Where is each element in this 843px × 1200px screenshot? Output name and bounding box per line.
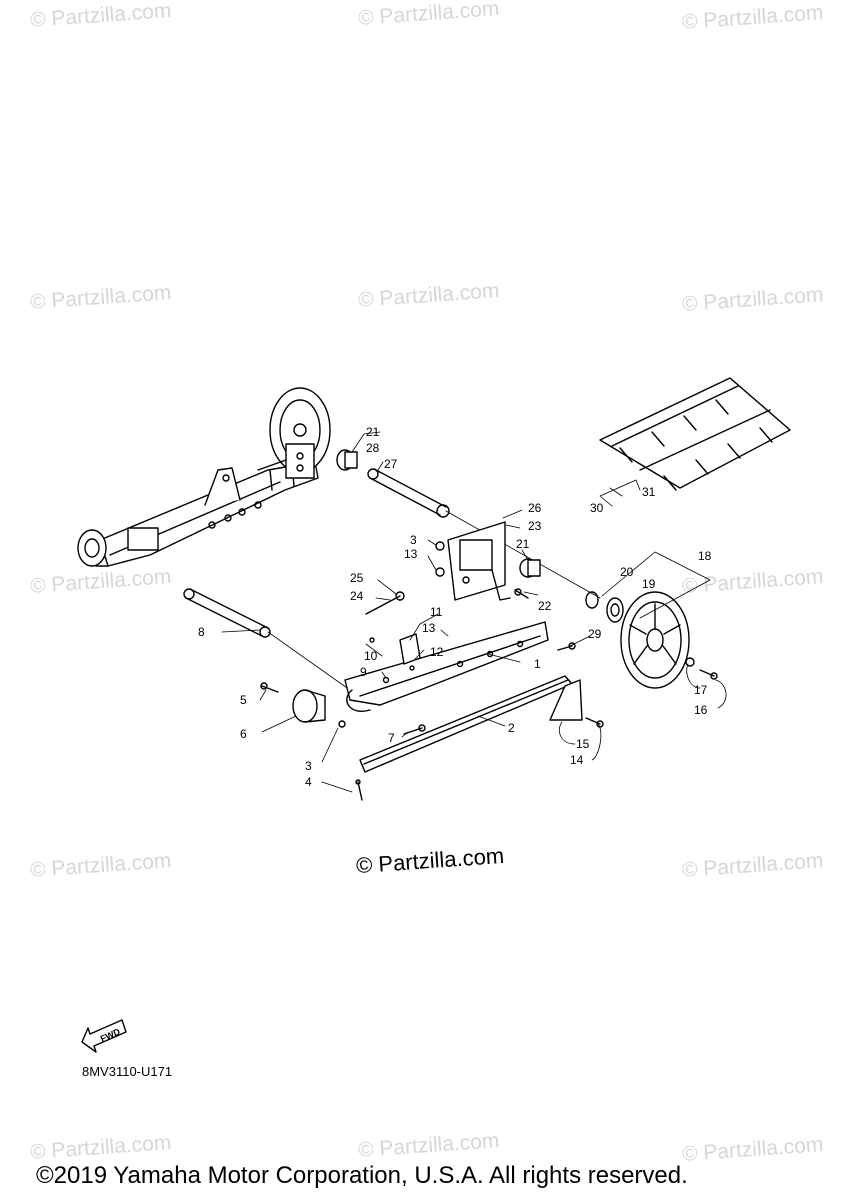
callout-23: 23 [528,519,542,533]
callout-31: 31 [642,485,656,499]
bearing [606,597,624,623]
callout-3-lower: 3 [305,759,312,773]
callout-10: 10 [364,649,378,663]
callout-14: 14 [570,753,584,767]
callout-13-upper: 13 [404,547,418,561]
reference-code: 8MV3110-U171 [82,1064,173,1079]
callout-15: 15 [576,737,590,751]
rear-idler-wheel-left [257,387,331,479]
callout-11: 11 [430,605,443,619]
callout-27: 27 [384,457,398,471]
collar-top [336,449,358,471]
bolt-5 [260,682,279,693]
callout-30: 30 [590,501,604,515]
callout-21-middle: 21 [516,537,530,551]
screw-4 [355,779,363,801]
callout-1: 1 [534,657,541,671]
callout-18: 18 [698,549,712,563]
callout-19: 19 [642,577,656,591]
stopper-block [399,633,421,665]
callout-24: 24 [350,589,364,603]
callout-28: 28 [366,441,380,455]
callout-5: 5 [240,693,247,707]
bolt-29 [557,642,576,651]
circlip [585,591,599,609]
callout-26: 26 [528,501,542,515]
callout-3-upper: 3 [410,533,417,547]
callout-2: 2 [508,721,515,735]
small-bolts [435,541,445,577]
track-belt [599,377,791,491]
fwd-arrow-icon: FWD [81,1019,127,1053]
callout-9: 9 [360,665,367,679]
callout-6: 6 [240,727,247,741]
callout-25: 25 [350,571,364,585]
callout-16: 16 [694,703,708,717]
callout-29: 29 [588,627,602,641]
right-slide-rail [344,621,549,712]
callout-8: 8 [198,625,205,639]
callout-20: 20 [620,565,634,579]
callout-17: 17 [694,683,708,697]
left-slide-rail [89,461,319,567]
bolt-22 [514,588,529,599]
callout-4: 4 [305,775,312,789]
idler-wheel [620,591,718,689]
callout-21-top: 21 [366,425,380,439]
callout-labels: 21 28 27 26 23 3 13 21 22 25 24 8 11 13 … [198,425,712,789]
callout-7: 7 [388,731,395,745]
runner-bracket [549,679,604,728]
axle-shaft [367,468,601,599]
cross-shaft [183,588,351,691]
callout-13-lower: 13 [422,621,436,635]
collar-middle [519,558,541,578]
front-wheel-left [77,527,159,567]
leader-lines [221,431,727,793]
front-wheel [292,689,346,728]
callout-12: 12 [430,645,444,659]
bracket-plate [447,521,511,601]
long-bolt [365,591,405,615]
callout-22: 22 [538,599,552,613]
copyright-notice: ©2019 Yamaha Motor Corporation, U.S.A. A… [36,1162,688,1189]
